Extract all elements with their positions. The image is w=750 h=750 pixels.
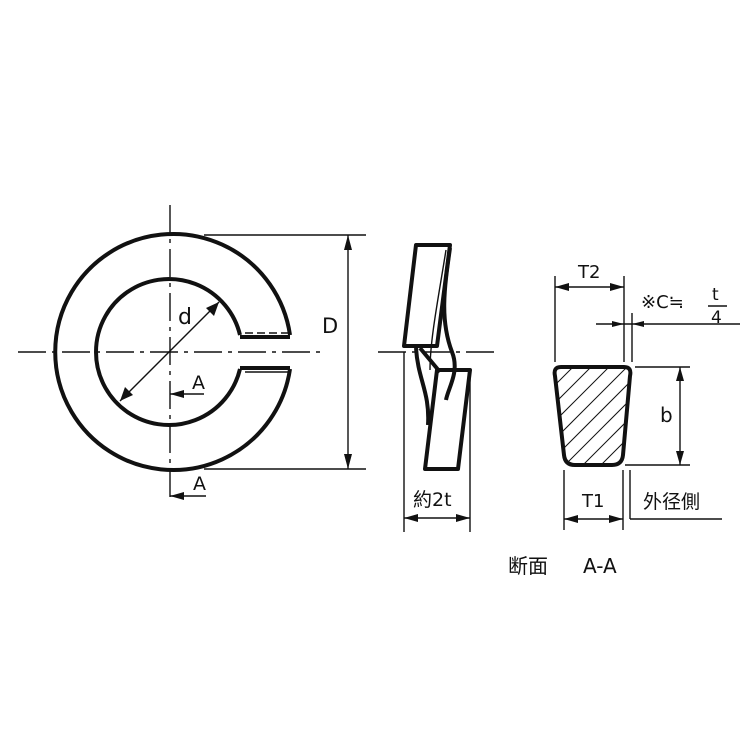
chamfer-arrowhead-left [612,321,624,327]
T1-arrowhead-right [609,515,623,523]
d-arrowhead-lower [120,387,133,401]
chamfer-numerator-label: t [712,285,719,305]
d-dimension-label: d [178,305,192,330]
front-view: d A A D [18,205,366,500]
outer-side-label: 外径側 [643,491,700,513]
T1-dimension-label: T1 [581,491,604,512]
chamfer-denominator-label: 4 [711,308,722,328]
T2-dimension-label: T2 [577,262,600,283]
b-dimension-label: b [660,403,673,427]
b-arrowhead-bottom [676,451,684,465]
section-outline [552,365,633,467]
side-lower-segment [423,368,472,471]
section-marker-lower-arrow [170,492,184,500]
T2-arrowhead-left [555,283,569,291]
chamfer-prefix-label: ※C≒ [641,292,684,313]
T1-arrowhead-left [564,515,578,523]
T2-arrowhead-right [610,283,624,291]
side-twist-edge-right [442,247,457,401]
D-arrowhead-bottom [344,454,352,469]
2t-dimension-label: 約2t [413,489,452,511]
section-view: T2 ※C≒ t 4 b T1 外径側 [552,262,740,530]
D-dimension-label: D [322,314,338,338]
side-upper-segment [402,243,452,348]
side-view: 約2t [378,243,497,532]
section-marker-upper-arrow [170,390,184,398]
d-arrowhead-upper [206,302,219,316]
washer-inner-circle [94,277,242,427]
chamfer-arrowhead-right [632,321,644,327]
2t-arrowhead-right [456,514,470,522]
side-twist-inner-edge [418,346,442,374]
side-twist-edge-left [414,347,431,426]
d-dimension-line [119,301,220,402]
section-title-label: 断面 [508,554,548,578]
section-marker-lower-label: A [193,473,206,495]
D-arrowhead-top [344,235,352,250]
b-arrowhead-top [676,367,684,381]
section-name-label: A-A [583,554,617,578]
section-marker-upper-label: A [192,372,205,394]
washer-outer-circle [53,232,292,472]
2t-arrowhead-left [404,514,418,522]
